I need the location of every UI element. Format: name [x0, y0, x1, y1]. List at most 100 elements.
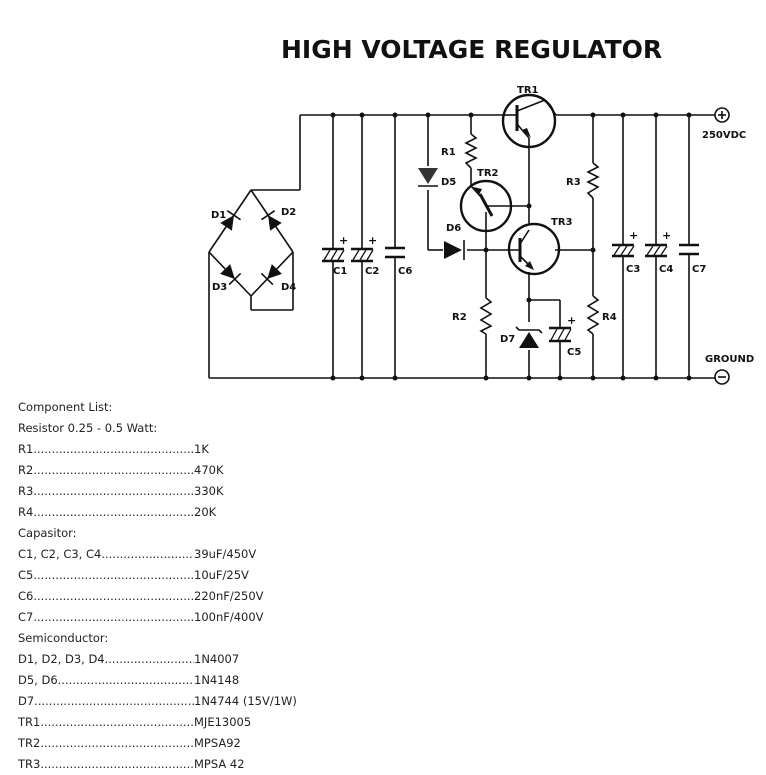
label-d4: D4 — [281, 282, 296, 293]
component-row: TR1.....................................… — [18, 712, 438, 733]
diode-d6 — [444, 240, 465, 260]
component-row: R4......................................… — [18, 502, 438, 523]
label-c3: C3 — [626, 264, 640, 275]
capacitor-c3 — [612, 243, 635, 258]
label-d5: D5 — [441, 177, 456, 188]
component-value: 39uF/450V — [194, 547, 257, 561]
label-c7: C7 — [692, 264, 706, 275]
capacitor-c1 — [322, 247, 345, 263]
component-value: 330K — [194, 484, 224, 498]
label-c1: C1 — [333, 266, 347, 277]
component-value: MJE13005 — [194, 715, 252, 729]
component-name: R3 — [18, 484, 34, 498]
component-list-heading: Component List: — [18, 400, 113, 414]
label-ground: GROUND — [705, 354, 754, 365]
component-name: D1, D2, D3, D4 — [18, 652, 105, 666]
component-name: R4 — [18, 505, 34, 519]
component-name: C6 — [18, 589, 34, 603]
label-output-voltage: 250VDC — [702, 130, 746, 141]
component-value: 1K — [194, 442, 209, 456]
component-name: R1 — [18, 442, 34, 456]
component-name: C7 — [18, 610, 34, 624]
plus-c2: + — [368, 234, 377, 247]
component-row: C6......................................… — [18, 586, 438, 607]
dot-leader: ........................................… — [33, 610, 194, 624]
component-value: 10uF/25V — [194, 568, 249, 582]
component-row: C7......................................… — [18, 607, 438, 628]
negative-terminal — [714, 369, 730, 385]
label-d6: D6 — [446, 223, 461, 234]
capacitor-c5 — [549, 326, 572, 343]
component-name: C5 — [18, 568, 34, 582]
component-row: D5, D6..................................… — [18, 670, 438, 691]
diode-d2 — [261, 210, 282, 231]
resistor-r2 — [479, 297, 493, 335]
label-tr2: TR2 — [477, 168, 499, 179]
plus-c5: + — [567, 314, 576, 327]
component-value: 1N4148 — [194, 673, 240, 687]
dot-leader: ........................................… — [33, 484, 194, 498]
dot-leader: ........................................… — [33, 589, 194, 603]
component-name: C1, C2, C3, C4 — [18, 547, 102, 561]
label-c5: C5 — [567, 347, 581, 358]
transistor-tr1 — [501, 93, 557, 149]
label-d2: D2 — [281, 207, 296, 218]
label-r1: R1 — [441, 147, 456, 158]
zener-d7 — [515, 326, 543, 348]
component-name: TR2 — [18, 736, 41, 750]
diode-d5 — [418, 168, 438, 187]
component-name: D7 — [18, 694, 35, 708]
dot-leader: ........................................… — [40, 757, 194, 771]
wires — [208, 114, 715, 379]
component-value: MPSA92 — [194, 736, 241, 750]
dot-leader: ........................................… — [33, 463, 194, 477]
component-name: R2 — [18, 463, 34, 477]
section-title: Capasitor: — [18, 526, 77, 540]
component-name: TR1 — [18, 715, 41, 729]
component-row: TR2.....................................… — [18, 733, 438, 754]
component-list: Component List: Resistor 0.25 - 0.5 Watt… — [18, 397, 438, 775]
label-d1: D1 — [211, 210, 226, 221]
resistor-r4 — [586, 295, 600, 335]
component-row: C5......................................… — [18, 565, 438, 586]
label-r2: R2 — [452, 312, 467, 323]
capacitor-c7 — [679, 243, 699, 256]
plus-c1: + — [339, 234, 348, 247]
component-value: 20K — [194, 505, 217, 519]
component-row: R1......................................… — [18, 439, 438, 460]
dot-leader: ........................................… — [33, 442, 194, 456]
dot-leader: ........................................… — [101, 547, 194, 561]
component-name: D5, D6 — [18, 673, 58, 687]
plus-c3: + — [629, 229, 638, 242]
component-value: 220nF/250V — [194, 589, 264, 603]
junction-dots — [330, 112, 692, 381]
label-d3: D3 — [212, 282, 227, 293]
diode-d1 — [220, 210, 241, 231]
section-title: Semiconductor: — [18, 631, 109, 645]
capacitor-c2 — [351, 247, 374, 263]
component-value: 1N4744 (15V/1W) — [194, 694, 297, 708]
bridge-rectifier — [208, 189, 294, 297]
label-tr3: TR3 — [551, 217, 573, 228]
label-c2: C2 — [365, 266, 379, 277]
plus-c4: + — [662, 229, 671, 242]
component-value: 100nF/400V — [194, 610, 264, 624]
dot-leader: ........................................… — [40, 715, 194, 729]
component-row: C1, C2, C3, C4..........................… — [18, 544, 438, 565]
capacitor-c6 — [385, 246, 405, 259]
component-row: R3......................................… — [18, 481, 438, 502]
section-title: Resistor 0.25 - 0.5 Watt: — [18, 421, 158, 435]
resistor-r1 — [464, 133, 478, 169]
dot-leader: ........................................… — [33, 505, 194, 519]
dot-leader: ........................................… — [33, 568, 194, 582]
label-r3: R3 — [566, 177, 581, 188]
component-row: R2......................................… — [18, 460, 438, 481]
label-r4: R4 — [602, 312, 617, 323]
component-name: TR3 — [18, 757, 41, 771]
component-row: TR3.....................................… — [18, 754, 438, 775]
label-d7: D7 — [500, 334, 515, 345]
transistor-tr2 — [459, 179, 513, 233]
component-value: 1N4007 — [194, 652, 240, 666]
dot-leader: ........................................… — [104, 652, 194, 666]
diode-d4 — [260, 264, 282, 286]
